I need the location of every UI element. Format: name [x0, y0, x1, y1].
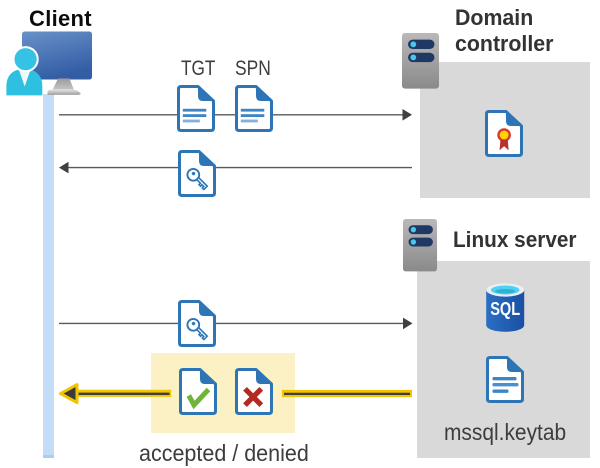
svg-text:SQL: SQL — [490, 298, 520, 319]
